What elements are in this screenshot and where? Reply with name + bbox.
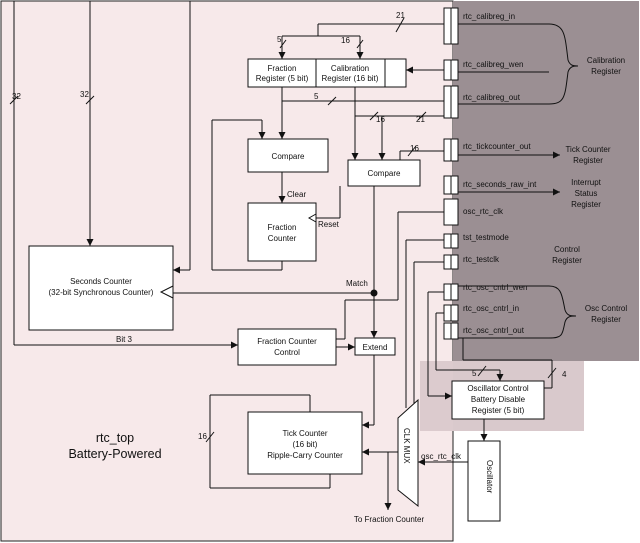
osc-control-register-block-label-2: Battery Disable <box>471 395 526 404</box>
osc-control-register-block-label-3: Register (5 bit) <box>472 406 525 415</box>
compare-left-label: Compare <box>272 152 305 161</box>
sig-osc-rtc-clk: osc_rtc_clk <box>463 207 504 216</box>
reset-label: Reset <box>318 220 340 229</box>
fraction-counter-block: Fraction Counter <box>247 202 317 262</box>
fraction-register-label-2: Register (5 bit) <box>256 74 309 83</box>
match-label: Match <box>346 279 368 288</box>
clk-mux-label: CLK MUX <box>402 428 411 464</box>
region-subtitle: Battery-Powered <box>68 447 161 461</box>
bus-16-mid: 16 <box>376 115 385 124</box>
bus-32-b: 32 <box>80 90 89 99</box>
extend-block: Extend <box>354 337 396 356</box>
seconds-counter-label: Seconds Counter <box>70 277 132 286</box>
seconds-counter-block: Seconds Counter (32-bit Synchronous Coun… <box>28 245 174 331</box>
bus-21-mid: 21 <box>416 115 425 124</box>
sig-osc-cntrl-out: rtc_osc_cntrl_out <box>463 326 525 335</box>
region-title: rtc_top <box>96 431 134 445</box>
calibration-register-block-label: Calibration <box>331 64 369 73</box>
clear-label: Clear <box>287 190 306 199</box>
calibration-register-label: Calibration <box>587 56 625 65</box>
extend-label: Extend <box>363 343 388 352</box>
sig-tst-testmode: tst_testmode <box>463 233 509 242</box>
misc-labels: Clear Reset Match Bit 3 osc_rtc_clk To F… <box>116 190 462 524</box>
tick-counter-label-3: Ripple-Carry Counter <box>267 451 343 460</box>
to-fraction-counter-label: To Fraction Counter <box>354 515 425 524</box>
register-panel <box>453 1 639 361</box>
interrupt-status-register-label-3: Register <box>571 200 601 209</box>
bus-21-top: 21 <box>396 11 405 20</box>
bus-5-top: 5 <box>277 35 282 44</box>
seconds-counter-label-2: (32-bit Synchronous Counter) <box>49 288 154 297</box>
interrupt-status-register-label-2: Status <box>575 189 598 198</box>
calibration-register-label-2: Register <box>591 67 621 76</box>
osc-control-register-block-label: Oscillator Control <box>467 384 529 393</box>
osc-rtc-clk-mux-label: osc_rtc_clk <box>421 452 462 461</box>
sig-tickcounter-out: rtc_tickcounter_out <box>463 142 531 151</box>
fraction-register-label: Fraction <box>268 64 297 73</box>
osc-control-register-label: Osc Control <box>585 304 627 313</box>
oscillator-block: Oscillator <box>467 440 501 522</box>
bus-5-mid: 5 <box>314 92 319 101</box>
sig-calibreg-in: rtc_calibreg_in <box>463 12 515 21</box>
fraction-counter-label-2: Counter <box>268 234 297 243</box>
bus-width-labels: 32 32 21 5 16 5 16 21 16 16 5 4 <box>12 11 567 441</box>
match-junction-dot <box>370 289 378 297</box>
sig-rtc-testclk: rtc_testclk <box>463 255 500 264</box>
right-register-labels: Calibration Register Tick Counter Regist… <box>552 56 627 324</box>
bus-5-osc: 5 <box>472 369 477 378</box>
tick-counter-label: Tick Counter <box>282 429 327 438</box>
bus-slashes <box>9 17 557 443</box>
bus-16-top: 16 <box>341 36 350 45</box>
compare-left-block: Compare <box>247 138 329 173</box>
osc-control-register-block: Oscillator Control Battery Disable Regis… <box>451 380 545 420</box>
fraction-counter-control-block: Fraction Counter Control <box>237 328 337 366</box>
sig-calibreg-out: rtc_calibreg_out <box>463 93 521 102</box>
interrupt-status-register-label: Interrupt <box>571 178 602 187</box>
tick-counter-register-label: Tick Counter <box>565 145 610 154</box>
fraction-counter-control-label-2: Control <box>274 348 300 357</box>
control-register-label: Control <box>554 245 580 254</box>
sig-osc-cntrl-in: rtc_osc_cntrl_in <box>463 304 519 313</box>
clk-mux-block: CLK MUX <box>397 398 419 508</box>
calibration-register-block-label-2: Register (16 bit) <box>322 74 379 83</box>
sig-calibreg-wen: rtc_calibreg_wen <box>463 60 523 69</box>
bit3-label: Bit 3 <box>116 335 133 344</box>
bus-16-left: 16 <box>198 432 207 441</box>
oscillator-label: Oscillator <box>485 460 494 494</box>
bus-16-cmp: 16 <box>410 144 419 153</box>
tick-counter-block: Tick Counter (16 bit) Ripple-Carry Count… <box>247 411 363 475</box>
compare-right-label: Compare <box>368 169 401 178</box>
fraction-calibration-register: Fraction Register (5 bit) Calibration Re… <box>247 58 407 88</box>
fraction-counter-label: Fraction <box>268 223 297 232</box>
osc-control-register-label-2: Register <box>591 315 621 324</box>
control-register-label-2: Register <box>552 256 582 265</box>
port-signal-labels: rtc_calibreg_in rtc_calibreg_wen rtc_cal… <box>463 12 537 335</box>
fraction-counter-control-label: Fraction Counter <box>257 337 317 346</box>
sig-seconds-raw-int: rtc_seconds_raw_int <box>463 180 537 189</box>
sig-osc-cntrl-wen: rtc_osc_cntrl_wen <box>463 283 527 292</box>
bus-32-a: 32 <box>12 92 21 101</box>
register-braces <box>548 23 579 339</box>
bus-4-osc: 4 <box>562 370 567 379</box>
port-output-lines <box>458 23 560 339</box>
tick-counter-register-label-2: Register <box>573 156 603 165</box>
tick-counter-label-2: (16 bit) <box>293 440 318 449</box>
compare-right-block: Compare <box>347 159 421 187</box>
wires <box>13 1 553 510</box>
